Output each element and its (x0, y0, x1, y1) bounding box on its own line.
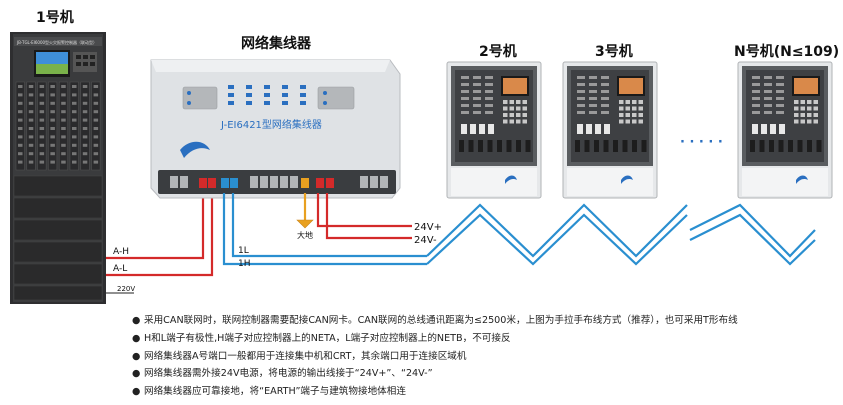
note-item: ●网络集线器应可靠接地，将“EARTH”端子与建筑物接地体相连 (132, 383, 832, 401)
bullet-icon: ● (132, 332, 141, 344)
cabinet-label: 1号机 (36, 9, 74, 26)
note-item: ●网络集线器需外接24V电源，将电源的输出线接于“24V+”、“24V-” (132, 365, 832, 383)
brand-logo-icon (180, 141, 210, 158)
bullet-icon: ● (132, 315, 141, 326)
controller-panel (446, 61, 542, 199)
label-24v-plus: 24V+ (414, 222, 442, 233)
note-item: ●采用CAN联网时，联网控制器需要配接CAN网卡。CAN联网的总线通讯距离为≤2… (132, 312, 832, 330)
panel-screen (619, 78, 643, 94)
hub-label: 网络集线器 (241, 35, 312, 52)
more-panels-ellipsis: · · · · · (680, 135, 723, 150)
controller-panel (737, 61, 833, 199)
label-earth: 大地 (297, 230, 313, 240)
bullet-icon: ● (132, 368, 141, 380)
label-24v-minus: 24V- (414, 235, 437, 246)
notes-list: ●采用CAN联网时，联网控制器需要配接CAN网卡。CAN联网的总线通讯距离为≤2… (132, 312, 832, 401)
cabinet-wires (106, 193, 214, 294)
panel2-label: 2号机 (479, 43, 517, 60)
label-220v: 220V (117, 285, 135, 293)
bus-zigzag-left (426, 203, 688, 266)
label-1l: 1L (238, 246, 249, 256)
wire-1l-leg (222, 193, 427, 266)
note-item: ●网络集线器A号端口一般都用于连接集中机和CRT，其余端口用于连接区域机 (132, 348, 832, 366)
panelN-label: N号机(N≤109) (734, 43, 839, 60)
bus-wires (222, 193, 816, 266)
hub-model: J-EI6421型网络集线器 (220, 118, 322, 131)
network-hub: J-EI6421型网络集线器 (150, 59, 401, 199)
bullet-icon: ● (132, 350, 141, 362)
brand-logo-icon (505, 175, 517, 184)
cabinet-1: JB-TGL-EI6000型火灾报警控制器（联动型） (10, 32, 106, 304)
wire-24v-plus (316, 193, 412, 228)
earth-symbol-icon (296, 219, 314, 229)
label-a-l: A-L (113, 264, 127, 274)
label-a-h: A-H (113, 247, 129, 257)
cabinet-plate: JB-TGL-EI6000型火灾报警控制器（联动型） (16, 39, 97, 45)
brand-logo-icon (796, 175, 808, 184)
wire-1h-leg (231, 193, 427, 258)
panel-screen (503, 78, 527, 94)
panel-screen (794, 78, 818, 94)
label-1h: 1H (238, 259, 251, 269)
bullet-icon: ● (132, 386, 141, 398)
brand-logo-icon (621, 175, 633, 184)
wire-24v-minus (325, 193, 412, 240)
controller-panel (562, 61, 658, 199)
wire-a-l (106, 193, 214, 277)
note-item: ●H和L端子有极性,H端子对应控制器上的NETA，L端子对应控制器上的NETB，… (132, 330, 832, 348)
panel3-label: 3号机 (595, 43, 633, 60)
wire-a-h (106, 193, 205, 260)
bus-zigzag-right (689, 203, 816, 266)
